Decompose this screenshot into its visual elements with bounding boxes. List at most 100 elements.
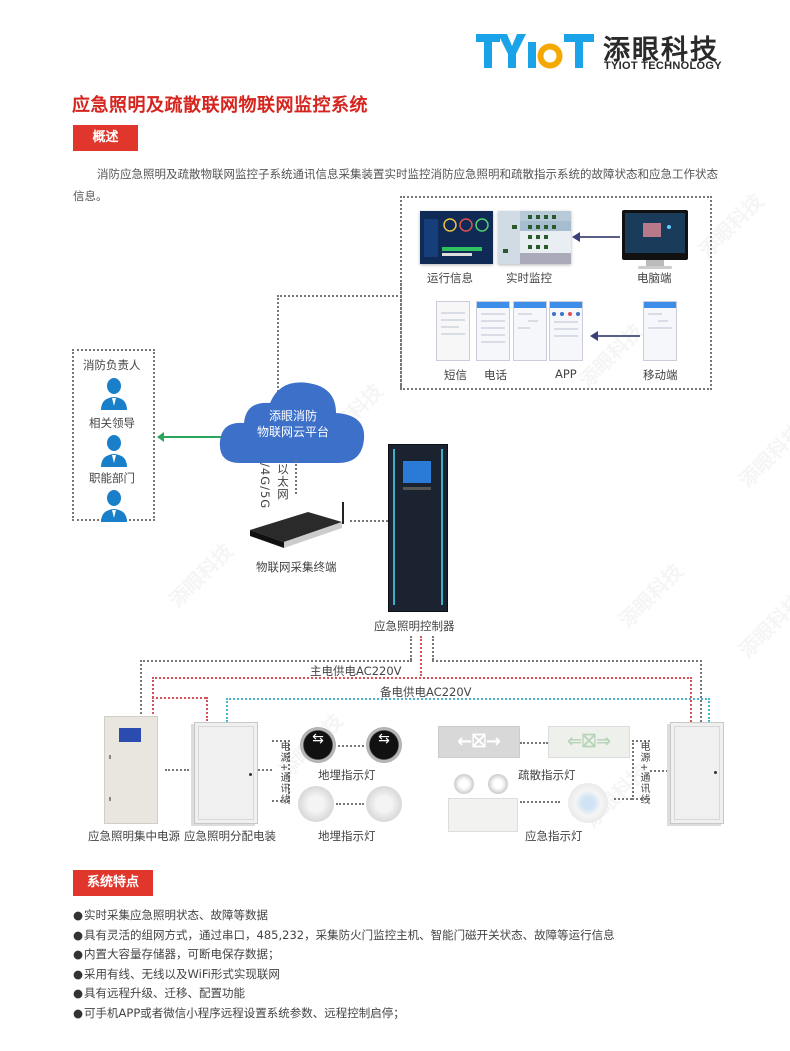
- phone-call-screenshot: [476, 301, 510, 361]
- feature-item: 具有远程升级、迁移、配置功能: [73, 984, 615, 1004]
- link: [165, 769, 189, 771]
- cloud-connector-left: [277, 295, 279, 395]
- run-info-screenshot: [420, 211, 493, 264]
- app-label: APP: [555, 367, 577, 381]
- cloud-line-1: 添眼消防: [268, 409, 317, 423]
- cloud-platform-icon: [219, 382, 365, 463]
- features-list: 实时采集应急照明状态、故障等数据 具有灵活的组网方式，通过串口，485,232，…: [73, 906, 615, 1023]
- evac-light-label: 疏散指示灯: [518, 768, 576, 782]
- backup-power-bus: [226, 698, 710, 700]
- main-power-drop: [420, 636, 422, 676]
- power-comm-bracket: [272, 740, 290, 802]
- app-dashboard-screenshot: [549, 301, 583, 361]
- feature-item: 采用有线、无线以及WiFi形式实现联网: [73, 965, 615, 985]
- link: [520, 801, 560, 803]
- controller-line: [432, 636, 434, 660]
- mobile-to-app-arrow: [596, 335, 640, 337]
- distribution-box-left: [194, 722, 258, 824]
- person-icon: [101, 378, 127, 410]
- floor-light-label-2: 地埋指示灯: [318, 829, 376, 843]
- section-tag-features: 系统特点: [73, 870, 153, 896]
- run-info-label: 运行信息: [427, 271, 473, 285]
- mobile-label: 移动端: [643, 368, 678, 382]
- arrow-head-icon: [572, 232, 580, 242]
- emergency-light-label: 应急指示灯: [525, 829, 583, 843]
- cellular-label: /4G/5G: [258, 463, 272, 510]
- link: [650, 770, 668, 772]
- section-tag-overview: 概述: [73, 125, 138, 151]
- distribution-box-right: [670, 722, 724, 824]
- brand-name-cn: 添眼科技: [603, 35, 719, 66]
- network-link: [295, 460, 297, 494]
- controller-line: [410, 636, 412, 660]
- backup-power-drop: [226, 698, 228, 722]
- contact-label: 消防负责人: [83, 358, 141, 372]
- floor-light-label-1: 地埋指示灯: [318, 768, 376, 782]
- terminal-to-controller-link: [350, 520, 388, 522]
- watermark: 添眼科技: [734, 588, 790, 663]
- mobile-screenshot: [643, 301, 677, 361]
- signal-bus-left: [140, 660, 412, 662]
- pc-base: [638, 266, 672, 269]
- contact-label: 职能部门: [89, 471, 135, 485]
- emergency-twin-light: [448, 774, 518, 832]
- link: [336, 803, 364, 805]
- exit-sign-icon: ←⛝→: [457, 731, 501, 752]
- main-power-bus: [152, 677, 692, 679]
- watermark: 添眼科技: [164, 538, 238, 613]
- controller-cabinet: [388, 444, 448, 612]
- sms-label: 短信: [444, 368, 467, 382]
- contact-label: 相关领导: [89, 416, 135, 430]
- evacuation-sign: ←⛝→: [438, 726, 520, 758]
- cloud-line-2: 物联网云平台: [256, 425, 329, 439]
- ethernet-label: 以太网: [276, 463, 290, 501]
- link: [338, 745, 364, 747]
- brand-logo-mark: [476, 34, 594, 69]
- main-power-label: 主电供电AC220V: [310, 664, 402, 678]
- sms-screenshot: [436, 301, 470, 361]
- backup-power-drop: [708, 698, 710, 722]
- panel-connector: [400, 280, 402, 388]
- feature-item: 可手机APP或者微信小程序远程设置系统参数、远程控制启停；: [73, 1004, 615, 1024]
- emergency-ceiling-light: [568, 783, 608, 823]
- arrow-head-icon: [157, 432, 164, 442]
- backup-power-label: 备电供电AC220V: [380, 685, 472, 699]
- power-comm-label-right: 电源+通讯线: [638, 741, 649, 806]
- cabinet-screen: [403, 461, 431, 483]
- page-title: 应急照明及疏散联网物联网监控系统: [72, 95, 368, 116]
- distribution-box-label: 应急照明分配电装: [184, 829, 276, 843]
- iot-terminal-device: [250, 502, 344, 548]
- link: [520, 742, 548, 744]
- cabinet-display: [119, 728, 141, 742]
- notify-arrow: [163, 436, 225, 438]
- overview-text: 消防应急照明及疏散物联网监控子系统通讯信息采集装置实时监控消防应急照明和疏散指示…: [73, 167, 718, 203]
- controller-label: 应急照明控制器: [374, 619, 455, 633]
- link: [258, 769, 272, 771]
- app-map-screenshot: [513, 301, 547, 361]
- arrow-head-icon: [590, 331, 598, 341]
- signal-drop-central: [140, 660, 142, 718]
- feature-item: 具有灵活的组网方式，通过串口，485,232，采集防火门监控主机、智能门磁开关状…: [73, 926, 615, 946]
- pc-monitor-icon: [622, 210, 688, 260]
- floor-light-round: [366, 786, 402, 822]
- realtime-monitor-screenshot: [498, 211, 571, 264]
- link: [614, 798, 632, 800]
- phone-call-label: 电话: [484, 368, 507, 382]
- main-power-link: [152, 697, 206, 699]
- evacuation-sign: ⇐⛝⇒: [548, 726, 630, 758]
- cloud-connector-top: [277, 295, 402, 297]
- person-icon: [101, 435, 127, 467]
- brand-name-en: TYIOT TECHNOLOGY: [604, 60, 722, 72]
- pc-label: 电脑端: [637, 271, 672, 285]
- person-icon: [101, 490, 127, 522]
- feature-item: 内置大容量存储器，可断电保存数据；: [73, 945, 615, 965]
- arrow-both-icon: ⇆: [312, 731, 324, 747]
- central-power-cabinet: [104, 716, 158, 824]
- floor-indicator-light: ⇆: [300, 727, 336, 763]
- realtime-monitor-label: 实时监控: [506, 271, 552, 285]
- pc-stand: [646, 260, 664, 266]
- floor-indicator-light: ⇆: [366, 727, 402, 763]
- pc-to-monitor-arrow: [578, 236, 620, 238]
- power-comm-bracket: [632, 740, 650, 800]
- watermark: 添眼科技: [734, 418, 790, 493]
